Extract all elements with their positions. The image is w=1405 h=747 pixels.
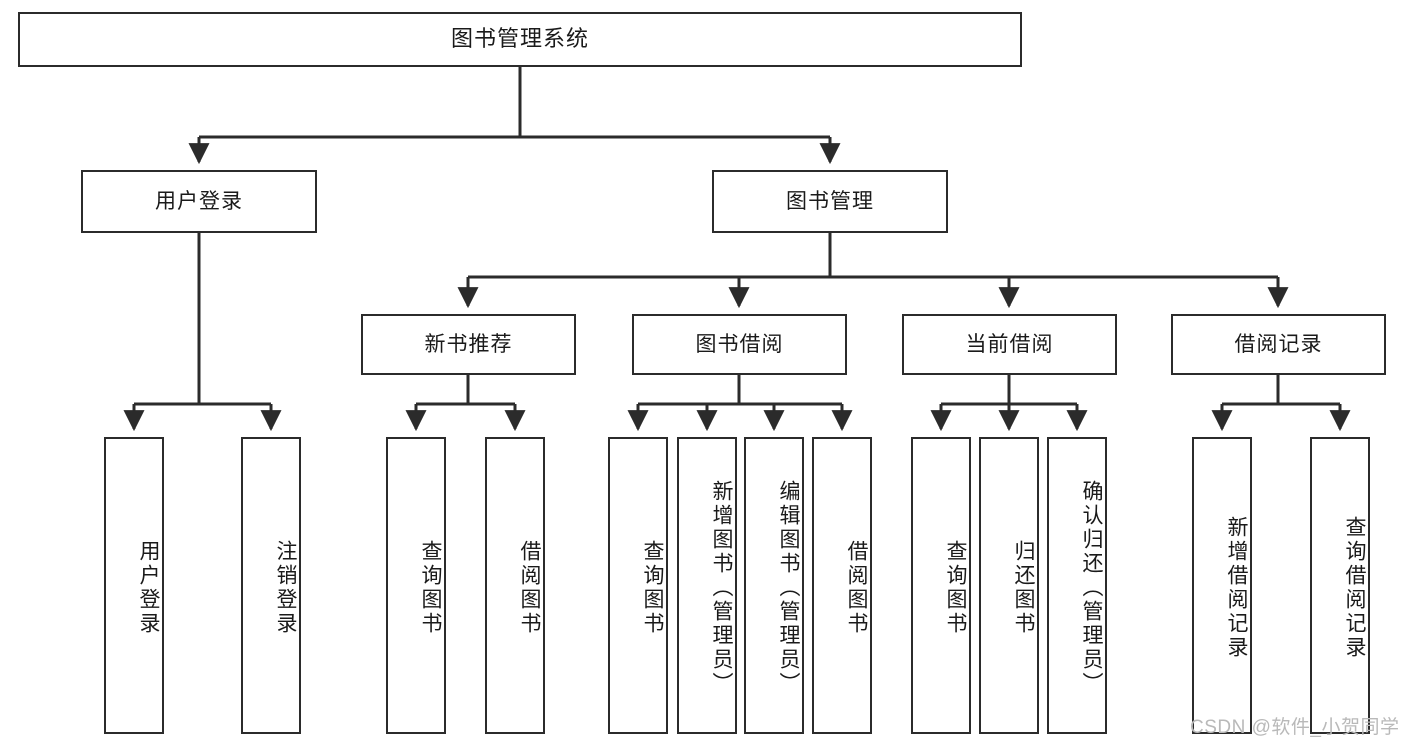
node-label: 查询借阅记录 — [1343, 515, 1366, 660]
leaf-add-book-admin[interactable]: 新增图书（管理员） — [677, 437, 737, 734]
node-book-management[interactable]: 图书管理 — [712, 170, 948, 233]
node-label: 用户登录 — [137, 539, 160, 636]
node-book-borrow[interactable]: 图书借阅 — [632, 314, 847, 375]
node-label: 注销登录 — [274, 539, 297, 636]
node-current-borrow[interactable]: 当前借阅 — [902, 314, 1117, 375]
node-label: 当前借阅 — [965, 332, 1054, 356]
leaf-edit-book-admin[interactable]: 编辑图书（管理员） — [744, 437, 804, 734]
node-label: 借阅图书 — [845, 539, 868, 636]
leaf-user-logout[interactable]: 注销登录 — [241, 437, 301, 734]
leaf-add-borrow-record[interactable]: 新增借阅记录 — [1192, 437, 1252, 734]
node-label: 归还图书 — [1012, 539, 1035, 636]
node-label: 新增借阅记录 — [1225, 515, 1248, 660]
node-borrow-record[interactable]: 借阅记录 — [1171, 314, 1386, 375]
leaf-query-book-borrow[interactable]: 查询图书 — [608, 437, 668, 734]
node-label: 查询图书 — [641, 539, 664, 636]
node-label: 图书管理 — [786, 189, 874, 213]
leaf-query-book-recommend[interactable]: 查询图书 — [386, 437, 446, 734]
node-label: 确认归还（管理员） — [1080, 479, 1103, 696]
node-label: 新增图书（管理员） — [710, 479, 733, 696]
node-root-system[interactable]: 图书管理系统 — [18, 12, 1022, 67]
node-label: 图书借阅 — [695, 332, 784, 356]
leaf-query-borrow-record[interactable]: 查询借阅记录 — [1310, 437, 1370, 734]
node-label: 查询图书 — [944, 539, 967, 636]
watermark-label: CSDN @软件_小贺同学 — [1190, 717, 1400, 738]
node-label: 查询图书 — [419, 539, 442, 636]
leaf-borrow-book[interactable]: 借阅图书 — [812, 437, 872, 734]
leaf-return-book[interactable]: 归还图书 — [979, 437, 1039, 734]
node-label: 借阅记录 — [1234, 332, 1323, 356]
leaf-query-book-current[interactable]: 查询图书 — [911, 437, 971, 734]
leaf-user-login[interactable]: 用户登录 — [104, 437, 164, 734]
node-new-book-recommend[interactable]: 新书推荐 — [361, 314, 576, 375]
node-label: 新书推荐 — [424, 332, 513, 356]
node-label: 用户登录 — [155, 189, 243, 213]
node-label: 图书管理系统 — [450, 26, 589, 52]
node-user-login[interactable]: 用户登录 — [81, 170, 317, 233]
leaf-confirm-return-admin[interactable]: 确认归还（管理员） — [1047, 437, 1107, 734]
node-label: 编辑图书（管理员） — [777, 479, 800, 696]
node-label: 借阅图书 — [518, 539, 541, 636]
leaf-borrow-book-recommend[interactable]: 借阅图书 — [485, 437, 545, 734]
